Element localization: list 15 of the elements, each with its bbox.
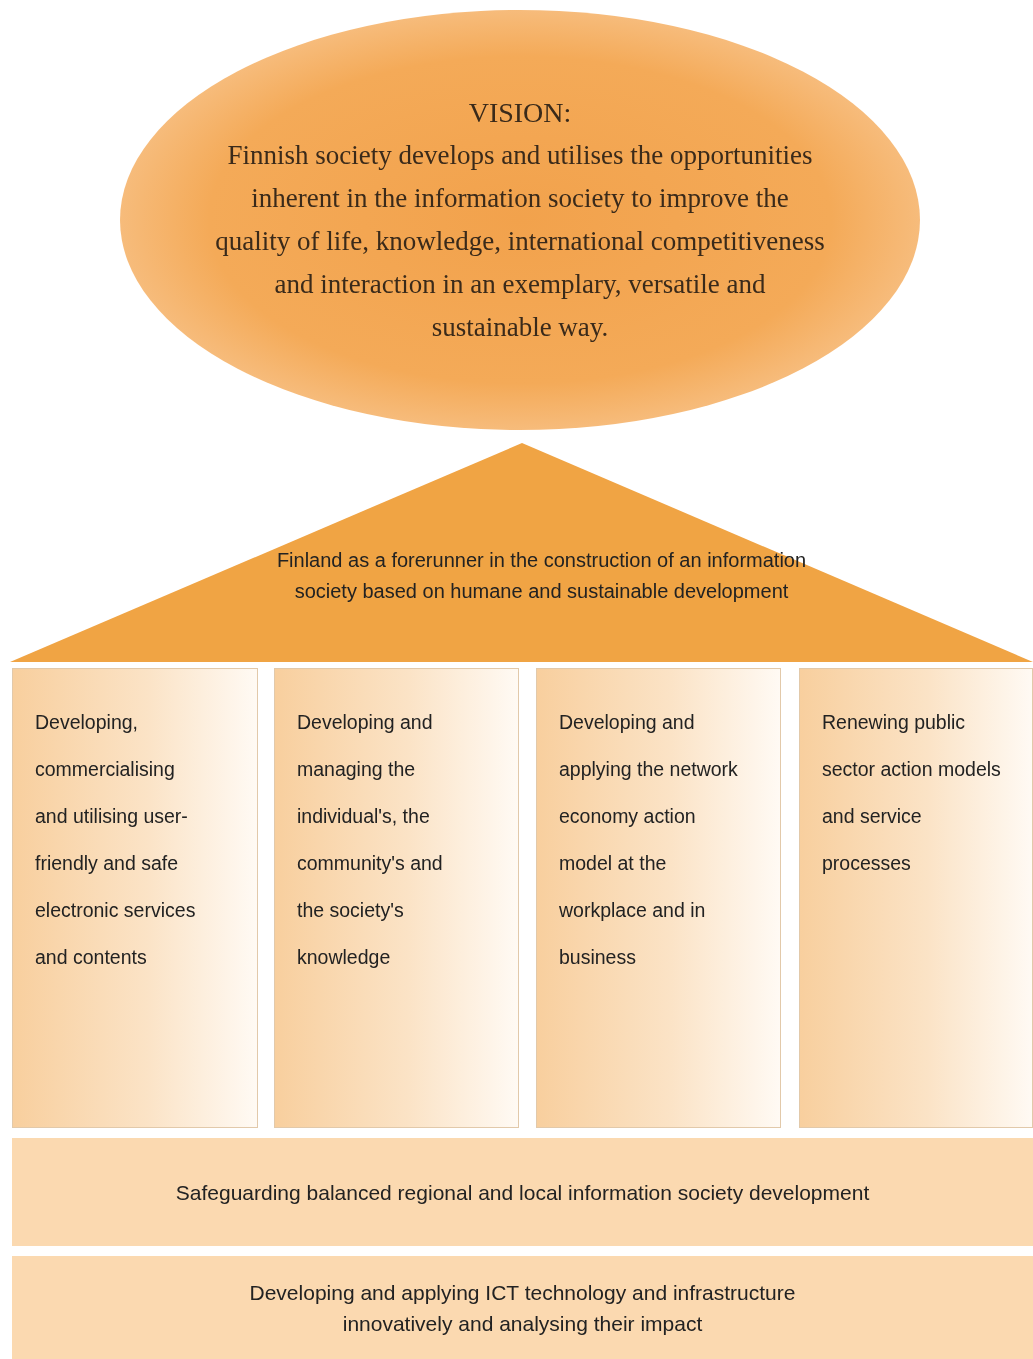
roof-text: Finland as a forerunner in the construction of an information society based on humane and sustainable development <box>275 548 808 604</box>
pillar-text: Developing, commercialising and utilising user-friendly and safe electronic services and contents <box>35 710 197 970</box>
pillar-text: Developing and managing the individual's, the community's and the society's knowledge <box>297 710 444 970</box>
band-text: Developing and applying ICT technology and infrastructure innovatively and analysing their impact <box>248 1279 797 1337</box>
foundation-band <box>12 1138 1033 1246</box>
vision-heading: VISION: <box>468 96 572 130</box>
pillar-box <box>274 668 519 1128</box>
pillar-box <box>536 668 781 1128</box>
pillar-text: Renewing public sector action models and service processes <box>822 710 1002 876</box>
vision-text: Finnish society develops and utilises the opportunities inherent in the information society to improve the quality of life, knowledge, international competitiveness and interaction in an exemplary, versatile and sustainable way. <box>215 139 825 344</box>
foundation-band <box>12 1256 1033 1359</box>
band-text: Safeguarding balanced regional and local information society development <box>174 1179 871 1206</box>
pillar-box <box>12 668 258 1128</box>
pillar-box <box>799 668 1033 1128</box>
pillar-text: Developing and applying the network economy action model at the workplace and in business <box>559 710 739 970</box>
